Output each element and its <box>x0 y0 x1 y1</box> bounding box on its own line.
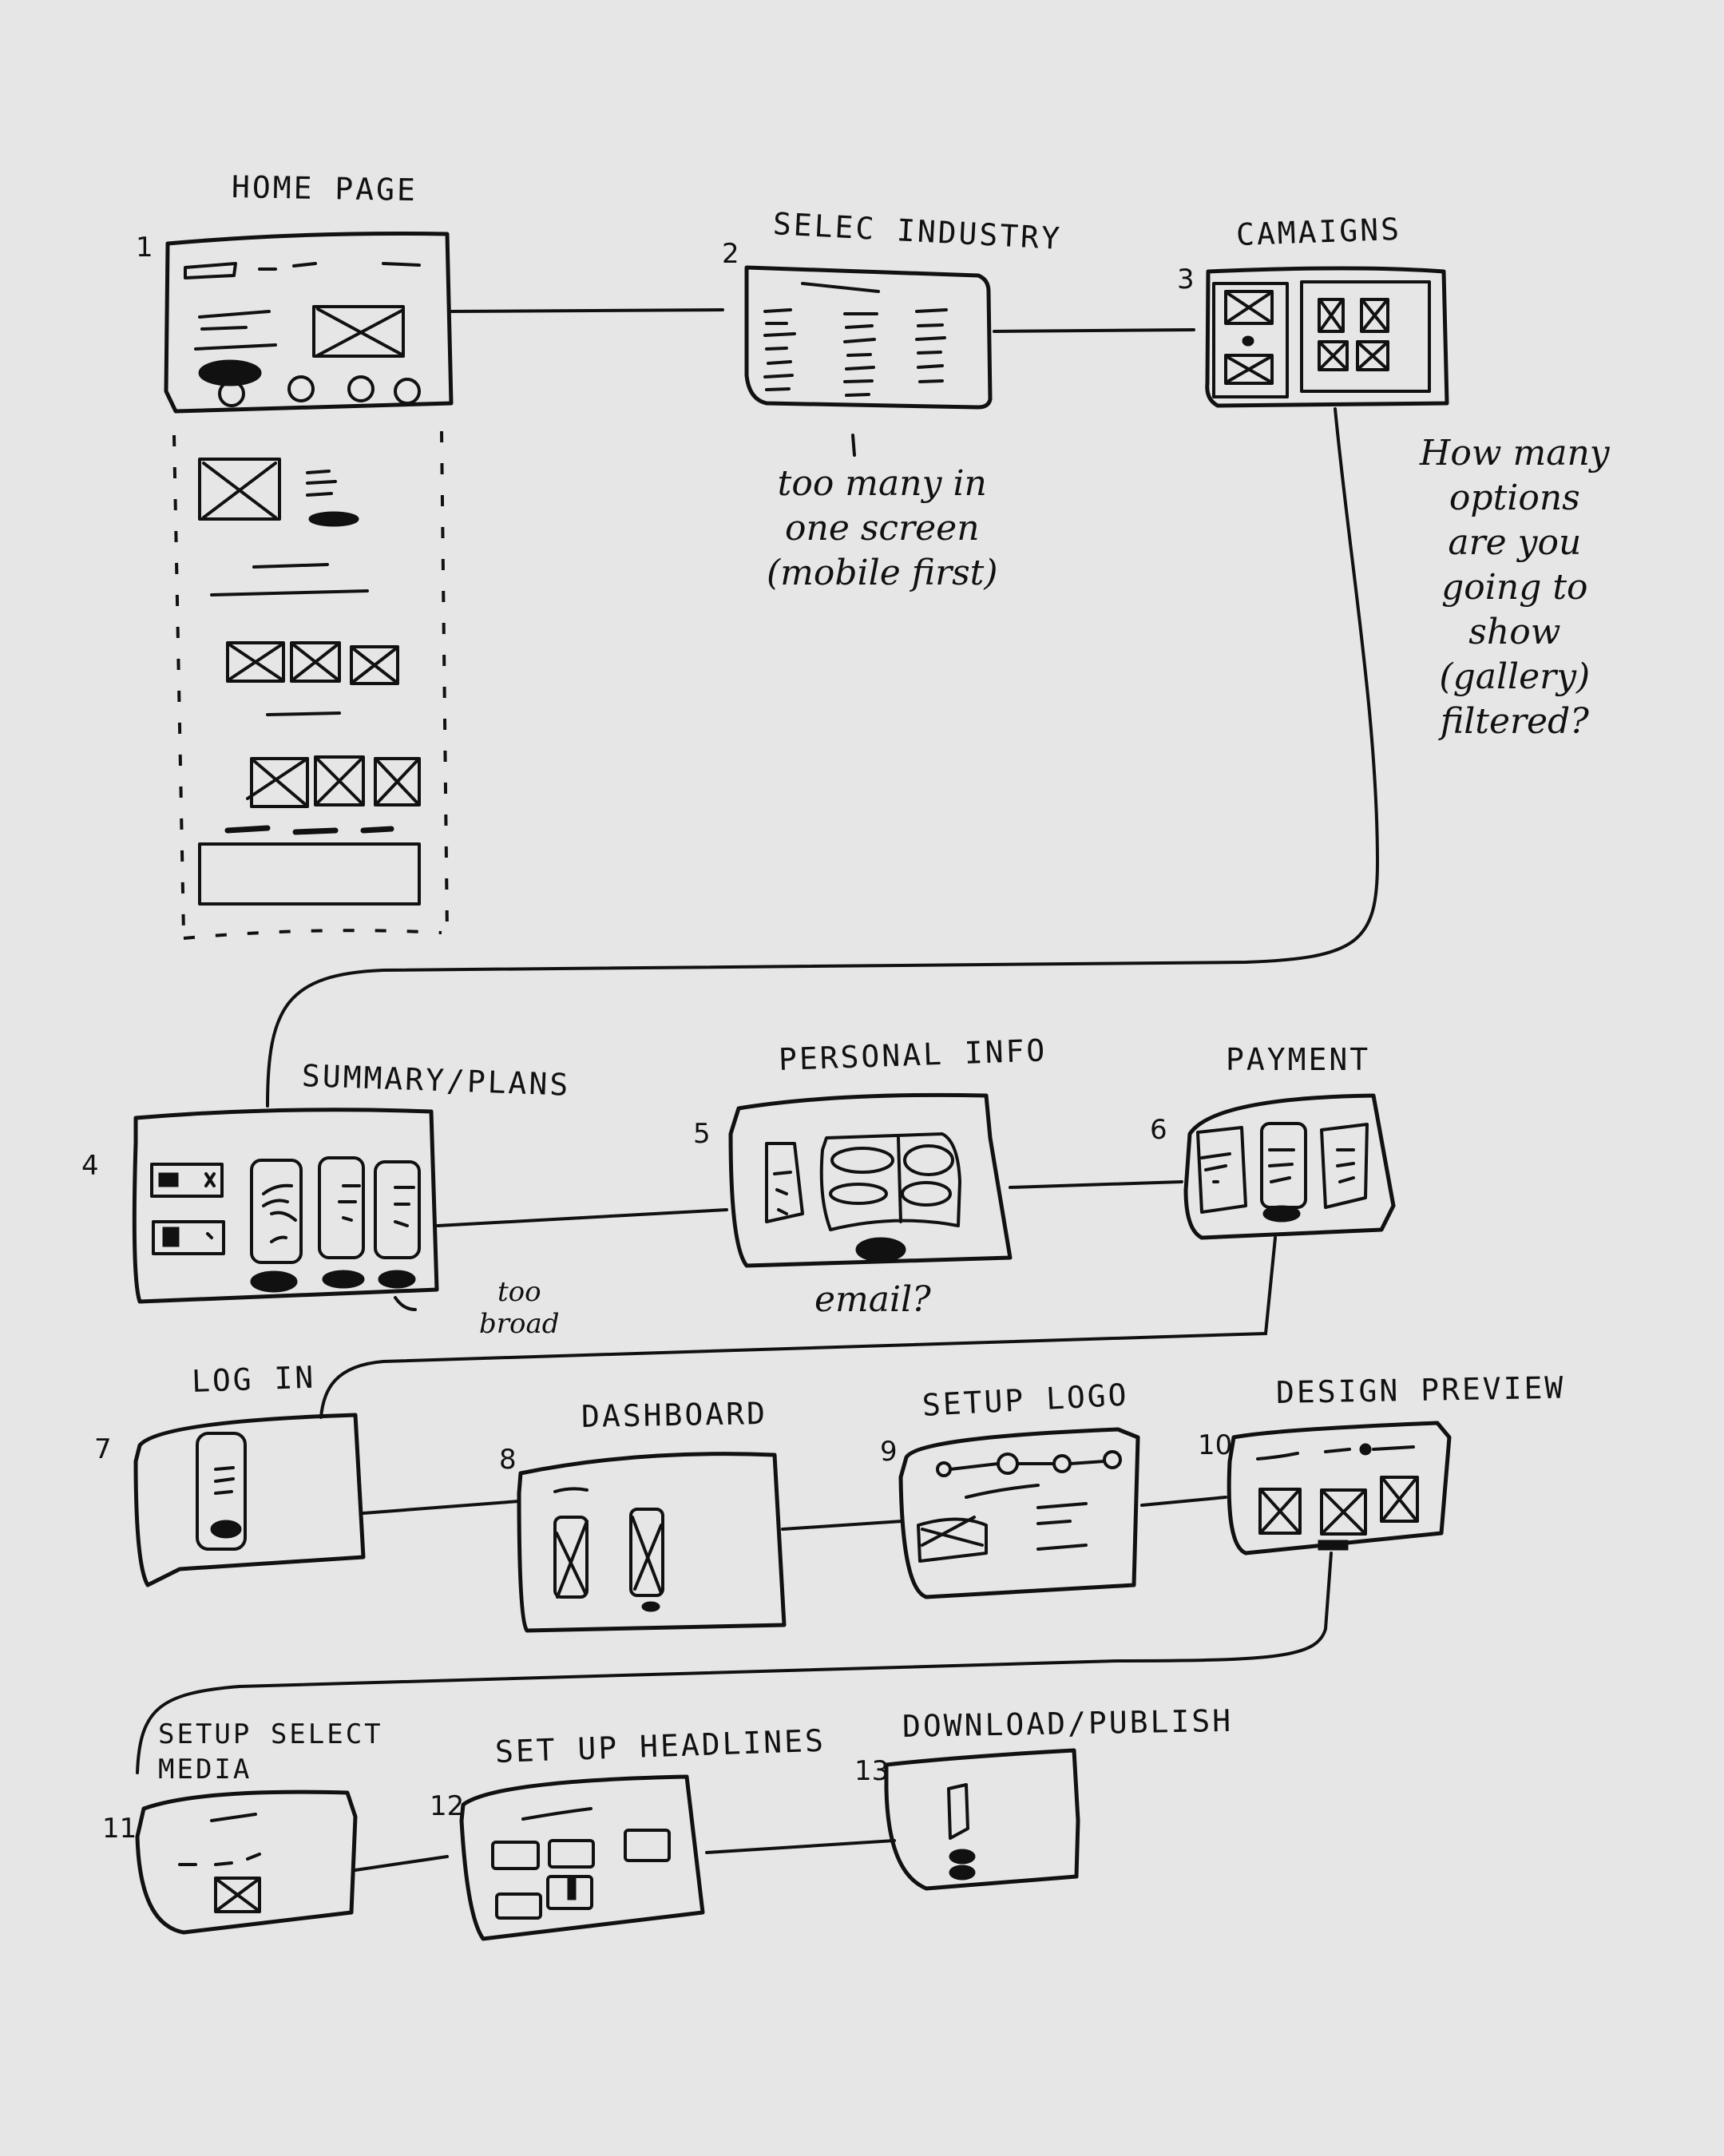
label-payment: PAYMENT <box>1226 1042 1371 1077</box>
connector-12-13 <box>705 1839 896 1854</box>
screen-4-summary-plans <box>132 1108 439 1311</box>
label-download-publish: DOWNLOAD/PUBLISH <box>902 1702 1234 1744</box>
screen-3-campaigns <box>1205 266 1449 408</box>
screen-9-setup-logo <box>898 1427 1140 1599</box>
note-campaigns: How many options are you going to show (… <box>1420 431 1610 744</box>
number-12: 12 <box>430 1790 465 1822</box>
number-11: 11 <box>102 1813 137 1845</box>
connector-10-11 <box>136 1552 1333 1774</box>
connector-11-12 <box>354 1855 449 1872</box>
number-7: 7 <box>94 1433 112 1465</box>
note-line: options <box>1449 478 1580 518</box>
screen-1-home-page <box>164 232 454 940</box>
note-line: too <box>497 1276 541 1308</box>
number-10: 10 <box>1198 1429 1233 1461</box>
note-plans: too broad <box>479 1276 560 1340</box>
connector-3-4 <box>266 407 1380 1108</box>
note-line: are you <box>1448 522 1582 563</box>
connector-5-6 <box>1009 1180 1183 1189</box>
screen-2-select-industry <box>744 265 993 457</box>
screen-8-dashboard <box>517 1452 787 1633</box>
number-3: 3 <box>1177 264 1195 295</box>
screen-5-personal-info <box>728 1092 1013 1268</box>
number-2: 2 <box>722 238 739 270</box>
note-line: (gallery) <box>1439 656 1591 697</box>
note-personal-info: email? <box>814 1278 931 1322</box>
number-6: 6 <box>1150 1114 1167 1146</box>
connector-7-8 <box>362 1500 521 1515</box>
screen-10-design-preview <box>1227 1421 1452 1556</box>
label-log-in: LOG IN <box>191 1359 316 1399</box>
number-4: 4 <box>81 1150 99 1182</box>
note-line: too many in <box>777 463 987 504</box>
note-line: (mobile first) <box>767 553 998 593</box>
screen-7-log-in <box>133 1413 366 1587</box>
note-line: How many <box>1420 433 1610 474</box>
label-campaigns: CAMAIGNS <box>1235 211 1402 252</box>
screen-13-download-publish <box>884 1748 1080 1891</box>
number-13: 13 <box>854 1755 890 1787</box>
connector-9-10 <box>1140 1496 1227 1507</box>
note-line: email? <box>814 1279 931 1320</box>
label-design-preview: DESIGN PREVIEW <box>1275 1369 1566 1410</box>
label-home-page: HOME PAGE <box>231 169 418 208</box>
connector-4-5 <box>436 1208 728 1227</box>
label-dashboard: DASHBOARD <box>581 1395 768 1434</box>
connector-6-7 <box>319 1236 1277 1419</box>
connector-8-9 <box>781 1520 904 1531</box>
number-1: 1 <box>136 232 153 264</box>
screen-11-setup-select-media <box>135 1789 358 1935</box>
note-line: filtered? <box>1440 701 1589 742</box>
number-5: 5 <box>693 1118 711 1150</box>
label-setup-select-media: SETUP SELECT MEDIA <box>158 1718 383 1785</box>
number-8: 8 <box>499 1444 517 1476</box>
screen-12-set-up-headlines <box>459 1774 705 1941</box>
note-line: one screen <box>785 508 980 549</box>
connector-2-3 <box>993 328 1195 333</box>
note-line: going to <box>1441 567 1588 608</box>
note-line: show <box>1468 612 1561 652</box>
connector-1-2 <box>450 308 724 313</box>
screen-6-payment <box>1183 1093 1396 1240</box>
number-9: 9 <box>880 1436 898 1468</box>
note-industry: too many in one screen (mobile first) <box>767 462 998 596</box>
note-line: broad <box>479 1308 560 1340</box>
